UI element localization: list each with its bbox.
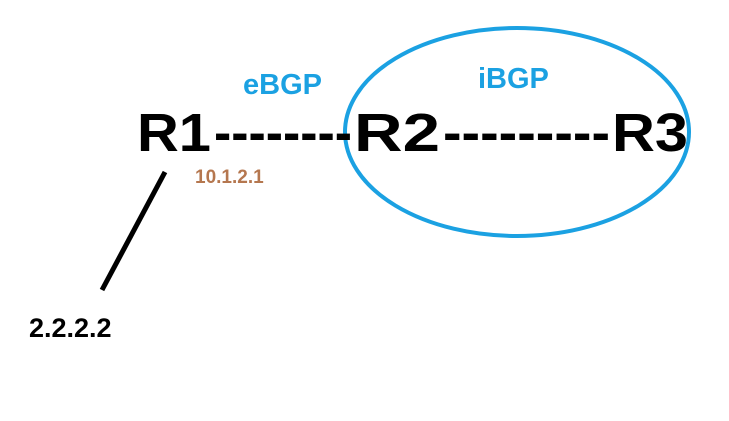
loopback-label: 2.2.2.2 xyxy=(29,313,112,343)
link-r1-r2: -------- xyxy=(214,103,352,163)
router-r1: R1 xyxy=(137,103,211,163)
r1-to-loopback-line xyxy=(99,170,168,292)
ibgp-label: iBGP xyxy=(478,63,549,95)
r1-ip-label: 10.1.2.1 xyxy=(195,167,264,188)
ebgp-label: eBGP xyxy=(243,69,322,101)
ibgp-boundary-ellipse xyxy=(343,26,691,238)
router-r3: R3 xyxy=(612,103,688,163)
link-r2-r3: --------- xyxy=(443,103,610,163)
router-r2: R2 xyxy=(354,103,440,163)
